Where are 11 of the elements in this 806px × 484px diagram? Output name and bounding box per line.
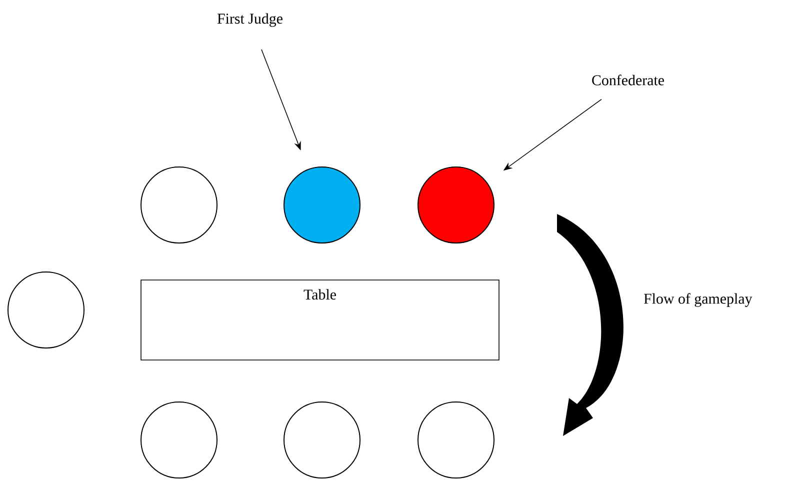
seat-circle bbox=[140, 166, 218, 244]
callout-text: First Judge bbox=[217, 13, 282, 27]
seat-circle bbox=[284, 402, 360, 478]
seat-circle bbox=[8, 272, 84, 348]
seat-circle bbox=[418, 166, 494, 244]
flow-label: Flow of gameplay bbox=[644, 293, 752, 307]
callout-text: Confederate bbox=[592, 74, 664, 86]
seat-circle bbox=[140, 402, 218, 478]
table-box: Table bbox=[140, 280, 500, 360]
seat-circle bbox=[284, 166, 360, 244]
seat-circle bbox=[418, 402, 494, 478]
